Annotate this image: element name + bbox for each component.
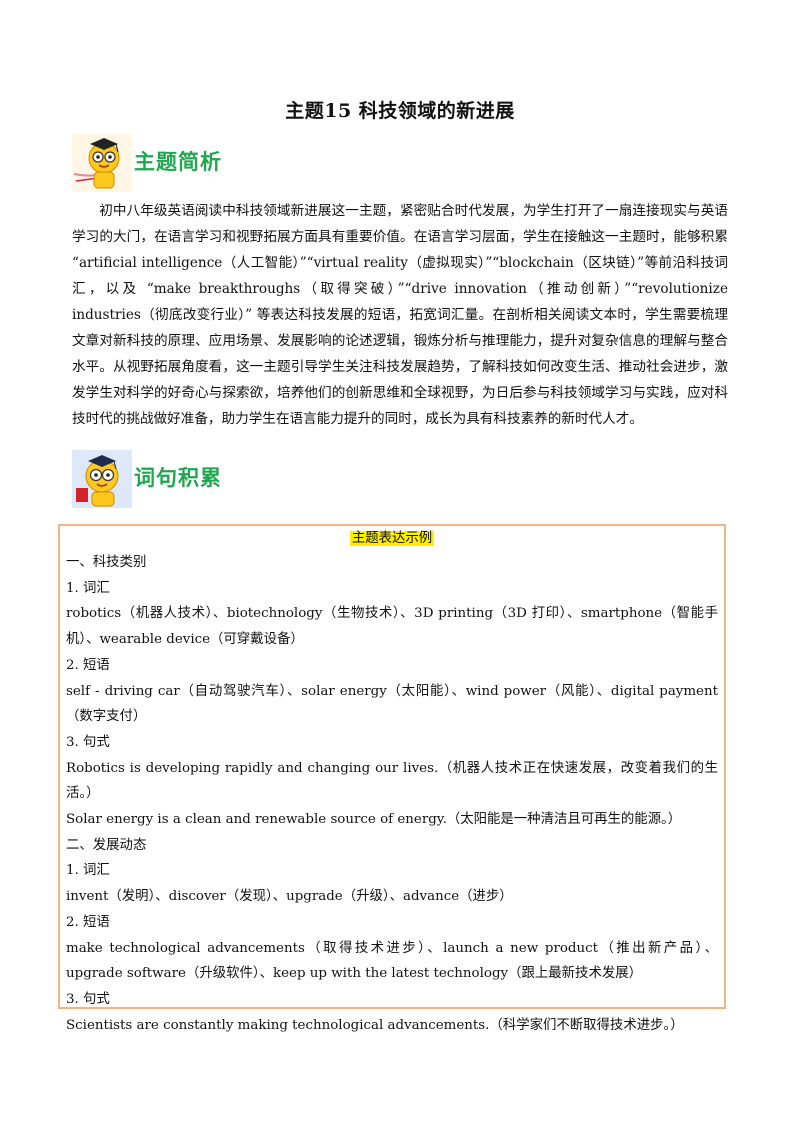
example-sentence: Solar energy is a clean and renewable so… (66, 812, 682, 828)
box-title: 主题表达示例 (66, 528, 718, 550)
phrase-list: make technological advancements（取得技术进步）、… (66, 940, 718, 982)
box-title-text: 主题表达示例 (349, 531, 435, 546)
vocabulary-list: robotics（机器人技术）、biotechnology（生物技术）、3D p… (66, 606, 718, 648)
section-label-vocabulary: 词句积累 (134, 466, 222, 490)
section-header-analysis: 主题简析 (72, 134, 372, 194)
subheading-phrases: 2. 短语 (66, 657, 110, 673)
example-sentence: Scientists are constantly making technol… (66, 1017, 684, 1033)
subheading-sentences: 3. 句式 (66, 991, 110, 1007)
phrase-list: self - driving car（自动驾驶汽车）、solar energy（… (66, 683, 718, 725)
section-header-vocabulary: 词句积累 (72, 450, 372, 510)
subheading-phrases: 2. 短语 (66, 914, 110, 930)
vocabulary-list: invent（发明）、discover（发现）、upgrade（升级）、adva… (66, 889, 513, 905)
category-heading: 一、科技类别 (66, 555, 147, 570)
section-label-analysis: 主题简析 (134, 150, 222, 174)
intro-paragraph: 初中八年级英语阅读中科技领域新进展这一主题，紧密贴合时代发展，为学生打开了一扇连… (72, 203, 728, 427)
example-sentence: Robotics is developing rapidly and chang… (66, 760, 718, 802)
subheading-vocabulary: 1. 词汇 (66, 580, 110, 596)
page-title: 主题15 科技领域的新进展 (285, 100, 515, 122)
subheading-sentences: 3. 句式 (66, 734, 110, 750)
expression-examples-box: 主题表达示例 一、科技类别 1. 词汇 robotics（机器人技术）、biot… (58, 524, 726, 1033)
category-heading: 二、发展动态 (66, 837, 147, 853)
subheading-vocabulary: 1. 词汇 (66, 863, 110, 879)
mascot-teacher-icon (72, 450, 132, 508)
mascot-teacher-icon (72, 134, 132, 192)
